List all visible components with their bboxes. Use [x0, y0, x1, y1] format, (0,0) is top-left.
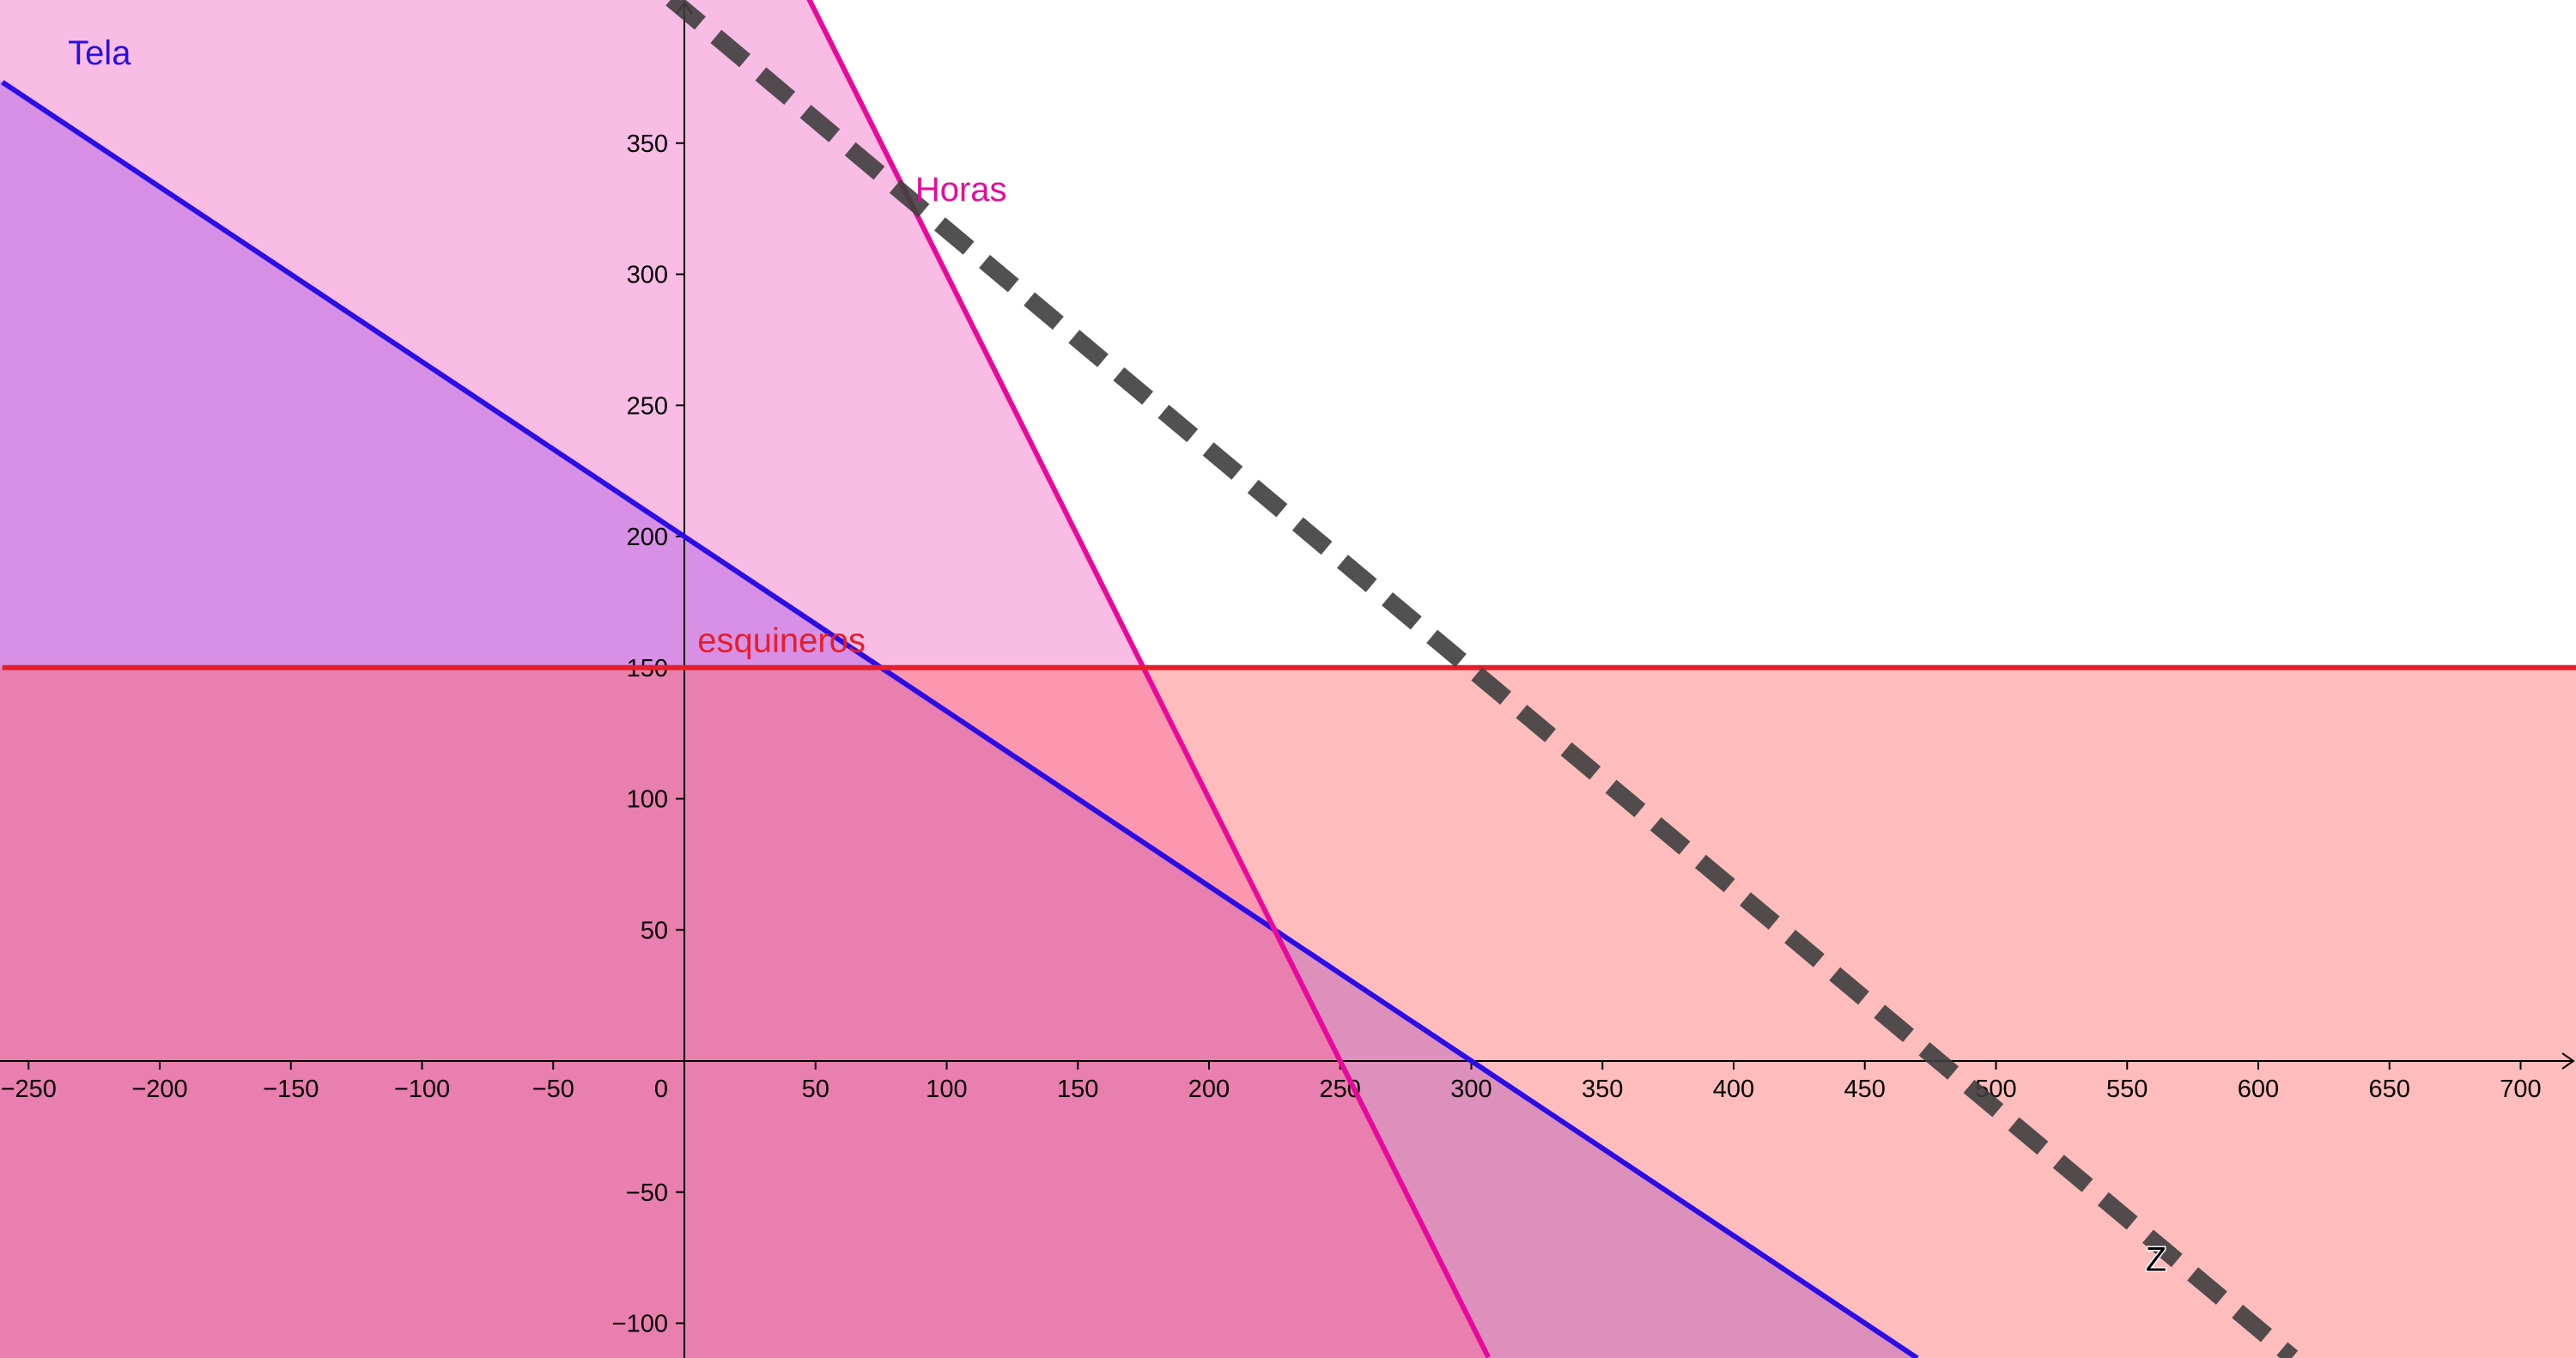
- y-tick-label: 250: [627, 392, 668, 420]
- series-line-z: [665, 0, 2299, 1358]
- y-tick-label: 200: [627, 524, 668, 551]
- origin-label: 0: [654, 1076, 668, 1103]
- y-tick-label: 300: [627, 262, 668, 289]
- y-tick-label: 50: [641, 917, 668, 944]
- y-tick-label: −50: [626, 1179, 668, 1207]
- x-tick-label: 450: [1844, 1076, 1886, 1103]
- x-tick-label: −150: [263, 1076, 319, 1103]
- y-tick-label: 350: [627, 130, 668, 158]
- series-line-tela: [1, 80, 1919, 1358]
- x-tick-label: 100: [926, 1076, 967, 1103]
- x-tick-label: −100: [394, 1076, 450, 1103]
- series-label-tela: Tela: [68, 34, 131, 72]
- x-tick-label: 600: [2238, 1076, 2279, 1103]
- fill-region-horas: [0, 0, 1489, 1358]
- x-tick-label: 350: [1582, 1076, 1623, 1103]
- series-label-esquineros: esquineros: [697, 621, 866, 659]
- x-tick-label: 150: [1057, 1076, 1098, 1103]
- x-tick-label: −250: [1, 1076, 57, 1103]
- y-tick-label: −100: [612, 1311, 668, 1338]
- x-tick-label: 550: [2106, 1076, 2148, 1103]
- x-tick-label: −200: [131, 1076, 187, 1103]
- x-tick-label: 50: [802, 1076, 829, 1103]
- x-tick-label: 700: [2500, 1076, 2541, 1103]
- x-tick-label: 300: [1450, 1076, 1492, 1103]
- series-line-horas: [806, 0, 1492, 1358]
- x-tick-label: 400: [1713, 1076, 1754, 1103]
- series-label-z: Z: [2146, 1240, 2166, 1278]
- fill-region-esquineros: [0, 667, 2576, 1358]
- series-label-horas: Horas: [915, 171, 1007, 209]
- x-tick-label: 650: [2369, 1076, 2410, 1103]
- y-tick-label: 100: [627, 786, 668, 814]
- x-tick-label: −50: [532, 1076, 574, 1103]
- x-axis-arrow: [2561, 1052, 2575, 1070]
- x-tick-label: 200: [1188, 1076, 1230, 1103]
